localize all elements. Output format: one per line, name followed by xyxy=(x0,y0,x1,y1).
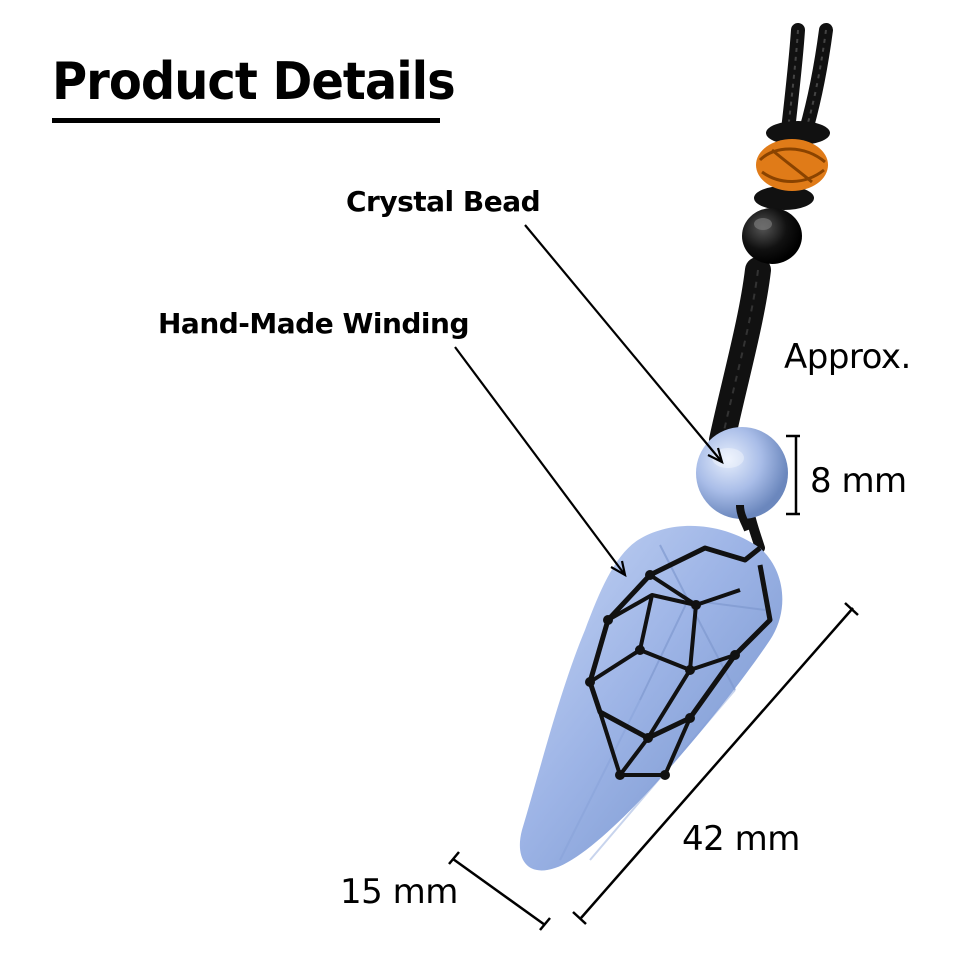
crystal-bead-leader-line xyxy=(524,224,723,463)
hand-made-winding-icon xyxy=(585,545,773,780)
page-title: Product Details xyxy=(52,51,456,113)
approx-label: Approx. xyxy=(784,337,911,377)
bead-size-label: 8 mm xyxy=(810,461,907,501)
pendant-width-label: 15 mm xyxy=(340,872,458,912)
title-underline xyxy=(52,118,440,123)
hand-made-winding-label: Hand-Made Winding xyxy=(158,307,470,340)
hand-made-winding-leader-line xyxy=(454,346,626,576)
black-bead-icon xyxy=(742,208,802,264)
pendant-length-dimension-line xyxy=(580,607,854,919)
cord-icon xyxy=(709,23,833,553)
hand-made-winding-arrow-icon xyxy=(610,560,627,578)
pendant-length-label: 42 mm xyxy=(682,819,800,859)
dimension-lines xyxy=(448,434,859,931)
pendant-width-dimension-line xyxy=(452,857,546,927)
crystal-bead-label: Crystal Bead xyxy=(346,185,541,218)
knot-accent-icon xyxy=(756,139,828,191)
callout-lines xyxy=(454,224,724,578)
crystal-bead-arrow-icon xyxy=(707,447,724,465)
crystal-bead-icon xyxy=(696,427,788,532)
